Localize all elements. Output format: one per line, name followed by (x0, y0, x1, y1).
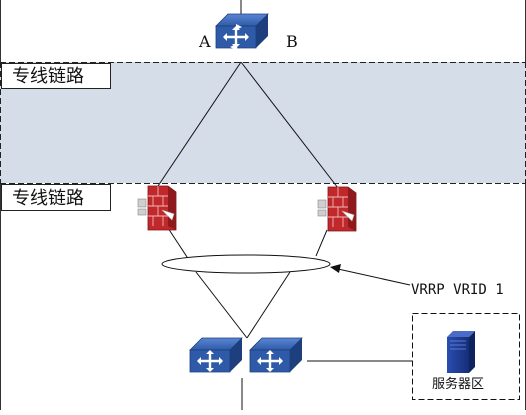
server-zone-label: 服务器区 (432, 376, 484, 392)
band-label-bottom: 专线链路 (1, 184, 111, 211)
node-a-label: A (198, 32, 211, 51)
link-core-firewall-left (157, 61, 242, 187)
firewall-left-icon (137, 185, 177, 231)
node-b-label: B (286, 32, 298, 51)
link-cluster-switch-right (246, 271, 291, 339)
vrrp-group-ellipse (161, 254, 331, 274)
band-label-bottom-text: 专线链路 (12, 188, 84, 209)
link-fw-left-cluster (167, 227, 190, 261)
firewall-right-icon (317, 186, 357, 232)
server-icon (447, 331, 475, 373)
link-fw-right-cluster (315, 229, 328, 257)
links (157, 0, 412, 410)
vrrp-arrow (330, 264, 411, 286)
access-switch-right-icon (249, 337, 303, 373)
band-label-top: 专线链路 (1, 63, 111, 89)
access-switch-left-icon (189, 337, 243, 373)
band-label-top-text: 专线链路 (12, 66, 84, 87)
link-core-firewall-right (240, 61, 339, 189)
core-switch-icon (215, 13, 269, 50)
link-cluster-switch-left (195, 271, 248, 339)
vrrp-label: VRRP VRID 1 (411, 282, 504, 298)
